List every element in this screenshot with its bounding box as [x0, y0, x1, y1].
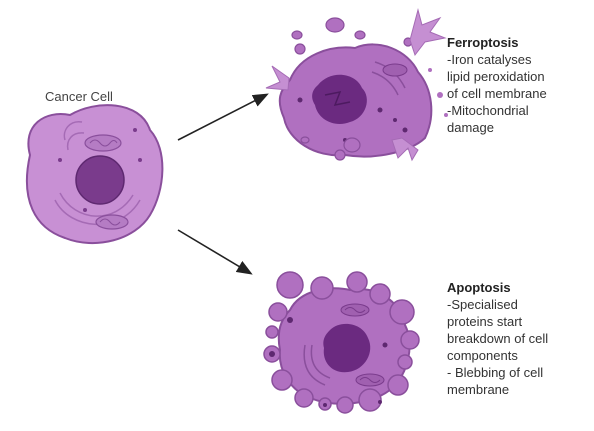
mitochondrion-icon: [84, 134, 122, 152]
apoptosis-cell: [263, 271, 420, 414]
cancer-cell-label: Cancer Cell: [45, 89, 113, 104]
condensed-nucleus-icon: [323, 323, 371, 373]
ferroptosis-line: -Mitochondrial: [447, 103, 529, 118]
ferroptosis-cell: [265, 8, 448, 162]
damaged-nucleus-icon: [312, 74, 367, 125]
apoptosis-line: components: [447, 348, 518, 363]
apoptosis-title: Apoptosis: [447, 280, 511, 295]
apoptosis-line: membrane: [447, 382, 510, 397]
ferroptosis-line: damage: [447, 120, 494, 135]
cancer-cell: [25, 104, 164, 245]
apoptosis-line: breakdown of cell: [447, 331, 549, 346]
ferroptosis-line: lipid peroxidation: [447, 69, 545, 84]
apoptosis-line: proteins start: [447, 314, 523, 329]
arrow-to-apoptosis: [177, 229, 253, 275]
ferroptosis-line: of cell membrane: [447, 86, 547, 101]
nucleus-icon: [75, 155, 125, 205]
apoptosis-line: - Blebbing of cell: [447, 365, 544, 380]
ferroptosis-line: -Iron catalyses: [447, 52, 532, 67]
arrow-to-ferroptosis: [177, 93, 269, 141]
ferroptosis-description: Ferroptosis -Iron catalyses lipid peroxi…: [447, 34, 592, 136]
apoptosis-line: -Specialised: [447, 297, 518, 312]
apoptosis-description: Apoptosis -Specialised proteins start br…: [447, 279, 592, 398]
ferroptosis-title: Ferroptosis: [447, 35, 519, 50]
